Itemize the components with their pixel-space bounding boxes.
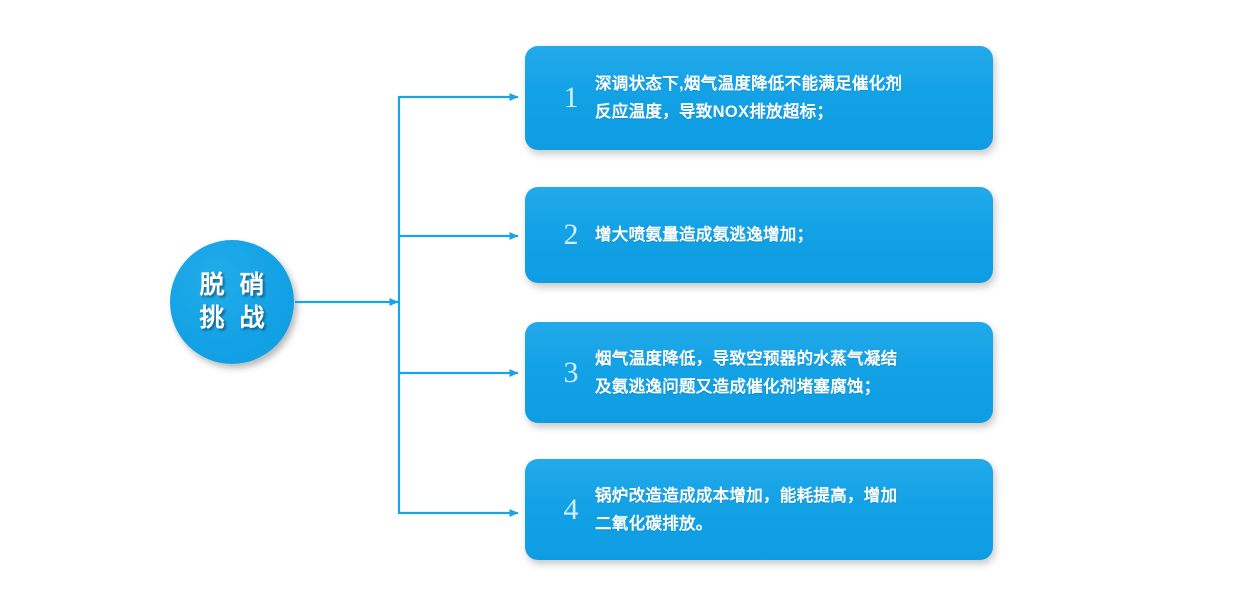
challenge-item-2[interactable]: 2 增大喷氨量造成氨逃逸增加； bbox=[525, 187, 993, 283]
item-text-3-line-1: 烟气温度降低，导致空预器的水蒸气凝结 bbox=[595, 349, 898, 368]
hub-label-line-1: 脱 硝 bbox=[199, 271, 269, 299]
item-text-2: 增大喷氨量造成氨逃逸增加； bbox=[595, 221, 993, 249]
item-text-1: 深调状态下,烟气温度降低不能满足催化剂 反应温度，导致NOX排放超标； bbox=[595, 70, 993, 126]
item-text-4-line-1: 锅炉改造造成成本增加，能耗提高，增加 bbox=[595, 486, 898, 505]
item-text-2-line-1: 增大喷氨量造成氨逃逸增加； bbox=[595, 226, 814, 244]
item-text-1-line-2: 反应温度，导致NOX排放超标； bbox=[595, 103, 834, 121]
hub-node-denitrification-challenge[interactable]: 脱 硝 挑 战 bbox=[170, 240, 294, 364]
item-text-1-line-1: 深调状态下,烟气温度降低不能满足催化剂 bbox=[595, 75, 903, 93]
item-text-4-line-2: 二氧化碳排放。 bbox=[595, 514, 713, 533]
hub-label-line-2: 挑 战 bbox=[199, 304, 269, 332]
item-number-1: 1 bbox=[563, 81, 579, 114]
item-number-2: 2 bbox=[563, 218, 579, 251]
item-number-4: 4 bbox=[563, 492, 579, 526]
challenge-item-4[interactable]: 4 锅炉改造造成成本增加，能耗提高，增加 二氧化碳排放。 bbox=[525, 459, 993, 560]
item-text-4: 锅炉改造造成成本增加，能耗提高，增加 二氧化碳排放。 bbox=[595, 482, 993, 538]
item-number-3: 3 bbox=[563, 355, 579, 389]
challenge-item-1[interactable]: 1 深调状态下,烟气温度降低不能满足催化剂 反应温度，导致NOX排放超标； bbox=[525, 46, 993, 150]
item-text-3: 烟气温度降低，导致空预器的水蒸气凝结 及氨逃逸问题又造成催化剂堵塞腐蚀； bbox=[595, 345, 993, 401]
item-text-3-line-2: 及氨逃逸问题又造成催化剂堵塞腐蚀； bbox=[595, 377, 881, 396]
challenge-item-3[interactable]: 3 烟气温度降低，导致空预器的水蒸气凝结 及氨逃逸问题又造成催化剂堵塞腐蚀； bbox=[525, 322, 993, 423]
